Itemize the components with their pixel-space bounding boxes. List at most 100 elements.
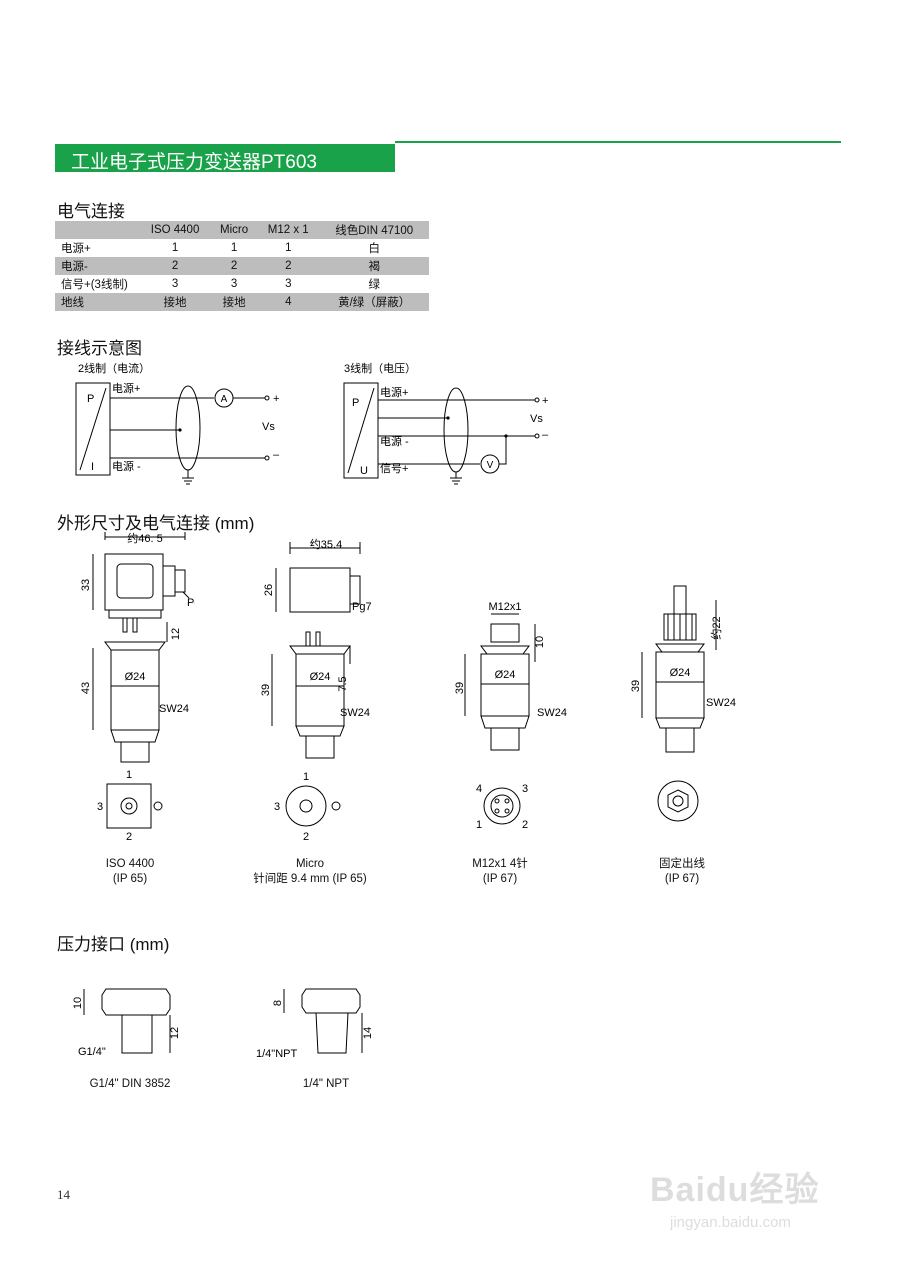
thread-label: G1/4" (78, 1046, 106, 1058)
vs-label: Vs (262, 421, 275, 433)
sensor-u-label: U (360, 465, 368, 477)
caption-line: 固定出线 (659, 858, 705, 870)
sw-label: SW24 (159, 703, 189, 715)
watermark-brand: Baidu经验 (650, 1171, 820, 1209)
power-minus-label: 电源 - (380, 434, 409, 448)
table-cell: 3 (230, 278, 238, 290)
sensor-housing (480, 653, 530, 717)
caption-line: ISO 4400 (105, 858, 155, 870)
m12-label: M12x1 (488, 601, 521, 613)
thread (315, 1012, 349, 1054)
ground-symbol-icon (153, 801, 163, 811)
three-wire-diagram: 3线制（电压） P U 电源+ 电源 - 信号+ + – Vs V (343, 361, 549, 485)
hex-body (101, 988, 171, 1016)
micro-caption: Micro 针间距 9.4 mm (IP 65) (240, 857, 380, 887)
sensor-box (75, 382, 111, 476)
table-row: 地线 接地 接地 4 黄/绿（屏蔽） (55, 293, 429, 311)
thread-label: 1/4"NPT (256, 1048, 297, 1060)
sensor-i-label: I (91, 461, 94, 473)
iso4400-pinout: 1 2 3 (97, 769, 163, 842)
m12-drawing: M12x1 10 Ø24 39 SW24 (455, 601, 567, 751)
ground-symbol-icon (331, 801, 341, 811)
npt-port-drawing: 8 14 1/4"NPT (256, 988, 374, 1060)
minus-terminal: – (273, 449, 280, 461)
height-label-1: 10 (534, 636, 546, 648)
pin-1: 1 (126, 769, 132, 781)
table-row: 电源- 2 2 2 褐 (55, 257, 429, 275)
caption-line: (IP 65) (112, 873, 148, 885)
fixed-cable-drawing: 约22 Ø24 39 SW24 (630, 585, 736, 753)
thread-stub (490, 727, 520, 751)
thread-stub (120, 741, 150, 763)
power-plus-label: 电源+ (380, 385, 408, 399)
table-cell: 2 (257, 257, 320, 275)
pg-label: Pg7 (352, 601, 372, 613)
width-label: 约35.4 (310, 538, 342, 551)
pin-2: 2 (303, 831, 309, 843)
micro-pinout: 1 2 3 (274, 771, 341, 843)
height-label-1: 约22 (710, 616, 723, 639)
table-cell: 电源- (55, 257, 139, 275)
title-rule (395, 141, 841, 143)
pin-3: 3 (274, 801, 280, 813)
table-header-cell: ISO 4400 (139, 221, 212, 239)
table-cell: 1 (285, 242, 292, 254)
two-wire-title: 2线制（电流） (78, 361, 150, 375)
caption-line: (IP 67) (664, 873, 700, 885)
sw-label: SW24 (706, 697, 736, 709)
sensor-diagonal (79, 387, 107, 471)
table-cell: 黄/绿（屏蔽） (319, 293, 429, 311)
table-row: 信号+(3线制) 3 3 3 绿 (55, 275, 429, 293)
table-cell: 白 (368, 243, 380, 255)
height-label-2: 39 (630, 680, 642, 692)
thread-stub (305, 735, 335, 759)
table-header-row: ISO 4400 Micro M12 x 1 线色DIN 47100 (55, 221, 429, 239)
pin-3: 3 (522, 783, 528, 795)
table-cell: 地线 (55, 293, 139, 311)
height-label-2: 39 (455, 682, 466, 694)
height-label-2: 39 (260, 684, 272, 696)
pin-3: 3 (97, 801, 103, 813)
width-label: 约46. 5 (127, 532, 162, 545)
plus-terminal: + (542, 395, 548, 407)
three-wire-title: 3线制（电压） (344, 361, 416, 375)
shield-ellipse (175, 385, 201, 471)
pin-1: 1 (303, 771, 309, 783)
table-cell: 1 (230, 242, 238, 254)
table-cell: 接地 (211, 293, 258, 311)
diameter-label: Ø24 (125, 671, 146, 683)
minus-terminal: – (542, 429, 549, 441)
table-cell: 2 (139, 257, 212, 275)
section-heading-wiring: 接线示意图 (57, 339, 142, 358)
page-number: 14 (57, 1187, 70, 1202)
table-header-cell: 线色DIN 47100 (319, 221, 429, 239)
npt-caption: 1/4" NPT (302, 1078, 350, 1090)
hex-body (301, 988, 361, 1014)
table-header-cell: Micro (211, 221, 258, 239)
height-label-1: 8 (272, 1000, 284, 1006)
power-minus-label: 电源 - (112, 459, 141, 473)
cable (673, 585, 687, 615)
m12-connector (490, 623, 520, 643)
table-cell: 3 (171, 278, 179, 290)
connector-body (289, 567, 351, 613)
ammeter-label: A (221, 394, 228, 405)
table-cell: 绿 (368, 279, 380, 291)
iso4400-drawing: 约46. 5 Pg9 33 12 Ø24 43 SW24 (80, 532, 195, 763)
sw-label: SW24 (340, 707, 370, 719)
plus-terminal: + (273, 393, 279, 405)
height-label-2: 14 (362, 1027, 374, 1039)
pin-2: 2 (522, 819, 528, 831)
signal-plus-label: 信号+ (380, 462, 408, 475)
iso-caption: ISO 4400 (IP 65) (80, 857, 180, 887)
caption-line: Micro (295, 858, 325, 870)
pin-4: 4 (476, 783, 482, 795)
table-cell: 2 (211, 257, 258, 275)
caption-line: (IP 67) (482, 873, 518, 885)
page-title: 工业电子式压力变送器PT603 (71, 152, 317, 173)
voltmeter-label: V (487, 460, 494, 471)
table-cell: 信号+(3线制) (61, 279, 128, 291)
sw-label: SW24 (537, 707, 567, 719)
height-label-1: 33 (80, 579, 92, 591)
sensor-box (343, 382, 379, 479)
